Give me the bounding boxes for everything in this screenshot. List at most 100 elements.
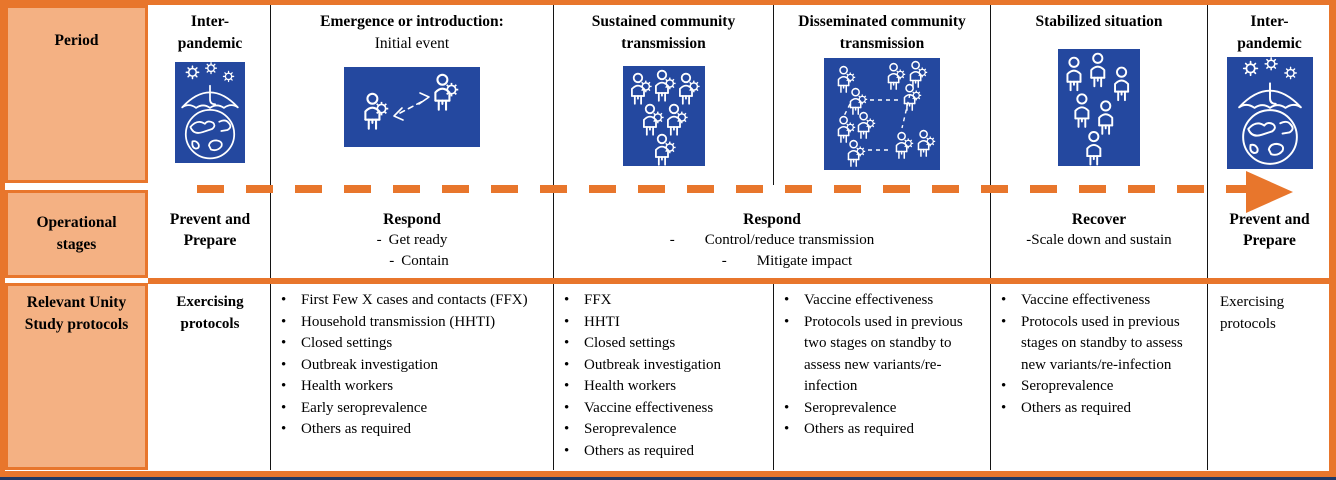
protocol-text: HHTI bbox=[584, 313, 620, 330]
period-title: Inter-pandemic bbox=[177, 13, 243, 52]
protocol-text: FFX bbox=[584, 292, 612, 308]
protocol-text: Outbreak investigation bbox=[584, 356, 722, 373]
bullet-icon: • bbox=[784, 399, 790, 416]
dash-marker: - bbox=[721, 253, 727, 269]
dash-marker: - bbox=[376, 232, 382, 248]
column-divider bbox=[553, 5, 554, 470]
protocol-text: Protocols used in previous two stages on… bbox=[804, 313, 963, 395]
list-item: • Closed settings bbox=[271, 333, 553, 355]
protocol-text: Seroprevalence bbox=[804, 399, 897, 416]
bullet-icon: • bbox=[784, 292, 790, 308]
bullet-icon: • bbox=[281, 356, 287, 373]
bullet-icon: • bbox=[564, 356, 570, 373]
person-to-person-transmission-icon bbox=[344, 67, 480, 147]
stage-item-text: Get ready bbox=[388, 232, 448, 248]
protocols-label-text: Relevant Unity Study protocols bbox=[24, 294, 129, 333]
stage-item-text: Mitigate impact bbox=[756, 253, 853, 269]
list-item: • Outbreak investigation bbox=[554, 355, 773, 377]
bullet-icon: • bbox=[281, 399, 287, 416]
protocol-list: •FFX •HHTI •Closed settings •Outbreak in… bbox=[554, 290, 773, 462]
protocol-text: Vaccine effectiveness bbox=[584, 399, 714, 416]
bullet-icon: • bbox=[784, 313, 790, 330]
stage-item: - Mitigate impact bbox=[722, 251, 852, 272]
stage-cell-respond-early: Respond - Get ready - Contain bbox=[271, 197, 553, 278]
protocol-cell-exercising-end: Exercising protocols bbox=[1208, 284, 1331, 470]
period-title: Emergence or introduction: bbox=[320, 13, 504, 30]
protocol-list: •Vaccine effectiveness •Protocols used i… bbox=[774, 290, 990, 441]
column-divider bbox=[1207, 5, 1208, 470]
period-label-text: Period bbox=[54, 32, 99, 49]
period-cell-sustained: Sustained community transmission bbox=[554, 5, 773, 183]
period-title: Inter-pandemic bbox=[1237, 13, 1302, 52]
protocol-text: Others as required bbox=[301, 421, 411, 437]
list-item: • Seroprevalence bbox=[991, 376, 1207, 398]
stage-cell-prevent-prepare-start: Prevent and Prepare bbox=[150, 197, 270, 278]
bullet-icon: • bbox=[281, 313, 287, 330]
column-divider bbox=[990, 5, 991, 470]
stage-title: Respond bbox=[383, 211, 441, 228]
umbrella-globe-icon bbox=[175, 62, 245, 163]
protocol-text: Seroprevalence bbox=[1021, 378, 1114, 394]
sidebar-stages-label: Operational stages bbox=[5, 190, 148, 278]
bullet-icon: • bbox=[564, 313, 570, 330]
list-item: •Health workers bbox=[554, 376, 773, 398]
protocol-text: Others as required bbox=[584, 442, 694, 459]
list-item: • Outbreak investigation bbox=[271, 355, 553, 377]
umbrella-globe-icon bbox=[1226, 57, 1313, 169]
bullet-icon: • bbox=[1001, 378, 1007, 394]
protocol-text: Others as required bbox=[804, 421, 914, 437]
stage-item: - Get ready bbox=[377, 230, 448, 251]
bullet-icon: • bbox=[564, 399, 570, 416]
column-divider bbox=[270, 5, 271, 470]
protocol-cell-sustained: •FFX •HHTI •Closed settings •Outbreak in… bbox=[554, 284, 773, 470]
protocol-text: Vaccine effectiveness bbox=[1021, 292, 1151, 308]
list-item: • Others as required bbox=[774, 419, 990, 441]
protocol-text: Early seroprevalence bbox=[301, 399, 428, 416]
period-cell-interpandemic-start: Inter-pandemic bbox=[150, 5, 270, 183]
list-item: •Others as required bbox=[271, 419, 553, 441]
recovered-group-icon bbox=[1058, 49, 1140, 166]
stage-subtitle: -Scale down and sustain bbox=[1026, 232, 1172, 248]
protocol-text: Health workers bbox=[584, 378, 677, 394]
sidebar-protocols-label: Relevant Unity Study protocols bbox=[5, 283, 148, 470]
list-item: •Vaccine effectiveness bbox=[991, 290, 1207, 312]
sidebar-period-label: Period bbox=[5, 5, 148, 183]
protocol-text: Closed settings bbox=[301, 335, 393, 351]
protocol-text: Household transmission (HHTI) bbox=[301, 313, 496, 330]
protocol-text: Seroprevalence bbox=[584, 421, 677, 437]
list-item: • First Few X cases and contacts (FFX) bbox=[271, 290, 553, 312]
list-item: •Closed settings bbox=[554, 333, 773, 355]
list-item: • Protocols used in previous two stages o… bbox=[774, 312, 990, 398]
bullet-icon: • bbox=[784, 421, 790, 437]
dash-marker: - bbox=[389, 253, 395, 269]
stage-item-text: Contain bbox=[401, 253, 449, 269]
list-item: • Vaccine effectiveness bbox=[554, 398, 773, 420]
stage-cell-respond-main: Respond - Control/reduce transmission - … bbox=[554, 197, 990, 278]
list-item: • HHTI bbox=[554, 312, 773, 334]
period-subtitle: Initial event bbox=[374, 35, 450, 52]
protocol-text: Outbreak investigation bbox=[301, 356, 439, 373]
bullet-icon: • bbox=[281, 335, 287, 351]
list-item: •Health workers bbox=[271, 376, 553, 398]
bullet-icon: • bbox=[564, 442, 570, 459]
bullet-icon: • bbox=[1001, 313, 1007, 330]
list-item: • Others as required bbox=[554, 441, 773, 463]
list-item: •Others as required bbox=[991, 398, 1207, 420]
bullet-icon: • bbox=[281, 292, 287, 308]
protocol-text: Others as required bbox=[1021, 399, 1131, 416]
dashed-timeline-arrow bbox=[197, 185, 1246, 193]
stages-label-text: Operational stages bbox=[36, 214, 117, 253]
column-divider bbox=[773, 284, 774, 470]
stage-item-text: Control/reduce transmission bbox=[704, 232, 875, 248]
protocol-text: Exercising protocols bbox=[176, 294, 244, 332]
list-item: • Early seroprevalence bbox=[271, 398, 553, 420]
protocol-text: First Few X cases and contacts (FFX) bbox=[301, 292, 528, 308]
list-item: •Protocols used in previous stages on st… bbox=[991, 312, 1207, 377]
list-item: •FFX bbox=[554, 290, 773, 312]
stage-cell-prevent-prepare-end: Prevent and Prepare bbox=[1208, 197, 1331, 278]
stage-item: - Control/reduce transmission bbox=[670, 230, 875, 251]
stage-title: Prevent and Prepare bbox=[169, 211, 251, 249]
protocol-list: •Vaccine effectiveness •Protocols used i… bbox=[991, 290, 1207, 419]
infected-group-icon bbox=[622, 66, 705, 166]
